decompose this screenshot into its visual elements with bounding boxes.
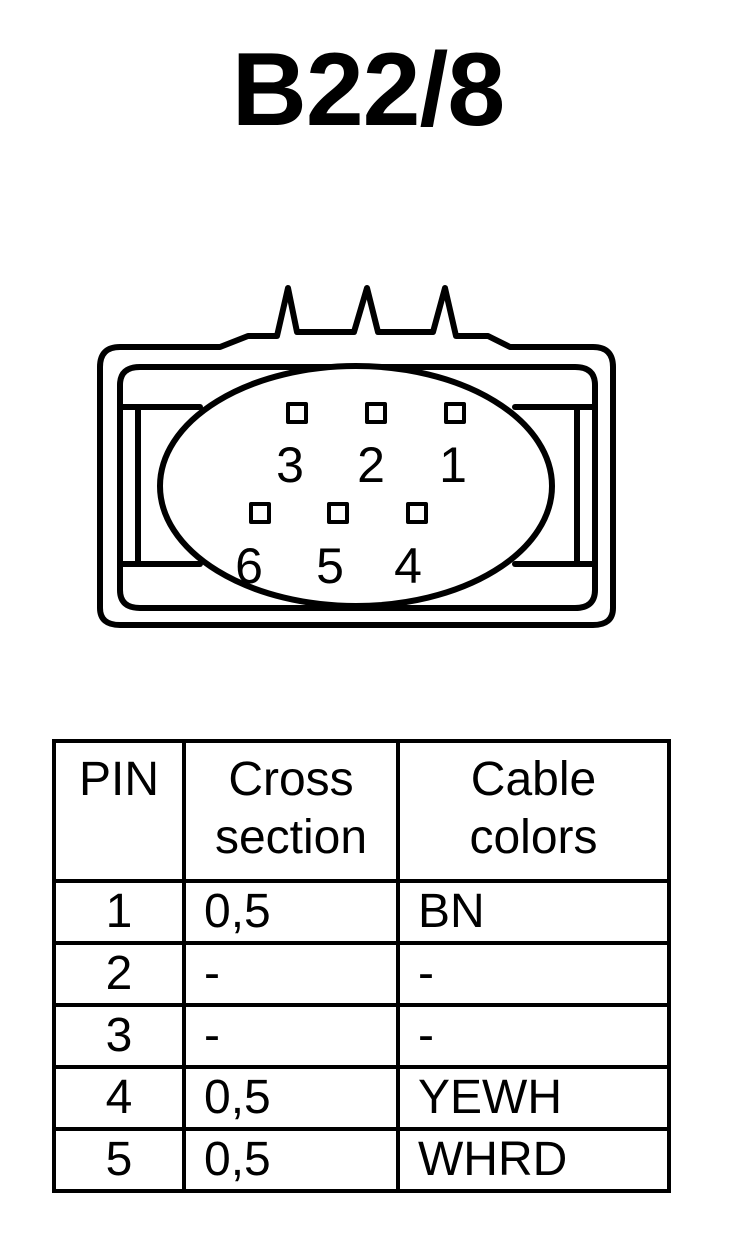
- pin-contact-3: [286, 402, 308, 424]
- cross-section-value: 0,5: [182, 1065, 400, 1131]
- connector-diagram: 3 2 1 6 5 4: [97, 285, 616, 628]
- pin-contact-2: [365, 402, 387, 424]
- table-row: 4 0,5 YEWH: [52, 1065, 671, 1131]
- pin-number: 5: [52, 1127, 186, 1193]
- header-cross-section: Cross section: [182, 739, 400, 883]
- pin-number: 2: [52, 941, 186, 1007]
- table-row: 2 - -: [52, 941, 671, 1007]
- connector-face: [157, 363, 555, 609]
- cross-section-value: -: [182, 1003, 400, 1069]
- cable-color-value: YEWH: [396, 1065, 671, 1131]
- pin-number: 3: [52, 1003, 186, 1069]
- table-row: 5 0,5 WHRD: [52, 1127, 671, 1193]
- table-row: 3 - -: [52, 1003, 671, 1069]
- connector-title: B22/8: [231, 32, 506, 148]
- pin-label: 5: [316, 538, 344, 594]
- pin-contact-1: [444, 402, 466, 424]
- pin-number: 1: [52, 879, 186, 945]
- header-cable-colors: Cable colors: [396, 739, 671, 883]
- pin-label: 4: [394, 538, 422, 594]
- cable-color-value: -: [396, 1003, 671, 1069]
- header-pin: PIN: [52, 739, 186, 883]
- pin-label: 1: [439, 437, 467, 493]
- cross-section-value: 0,5: [182, 879, 400, 945]
- cable-color-value: BN: [396, 879, 671, 945]
- pin-label: 2: [357, 437, 385, 493]
- connector-inner-rim: [117, 364, 598, 611]
- pin-label: 6: [235, 538, 263, 594]
- pin-number: 4: [52, 1065, 186, 1131]
- table-header-row: PIN Cross section Cable colors: [52, 739, 671, 883]
- cable-color-value: -: [396, 941, 671, 1007]
- pin-label: 3: [276, 437, 304, 493]
- pin-contact-6: [249, 502, 271, 524]
- pin-contact-4: [406, 502, 428, 524]
- cross-section-value: 0,5: [182, 1127, 400, 1193]
- table-row: 1 0,5 BN: [52, 879, 671, 945]
- connector-housing: [97, 285, 616, 628]
- cross-section-value: -: [182, 941, 400, 1007]
- cable-color-value: WHRD: [396, 1127, 671, 1193]
- pin-assignment-table: PIN Cross section Cable colors 1 0,5 BN …: [52, 739, 671, 1193]
- pin-contact-5: [327, 502, 349, 524]
